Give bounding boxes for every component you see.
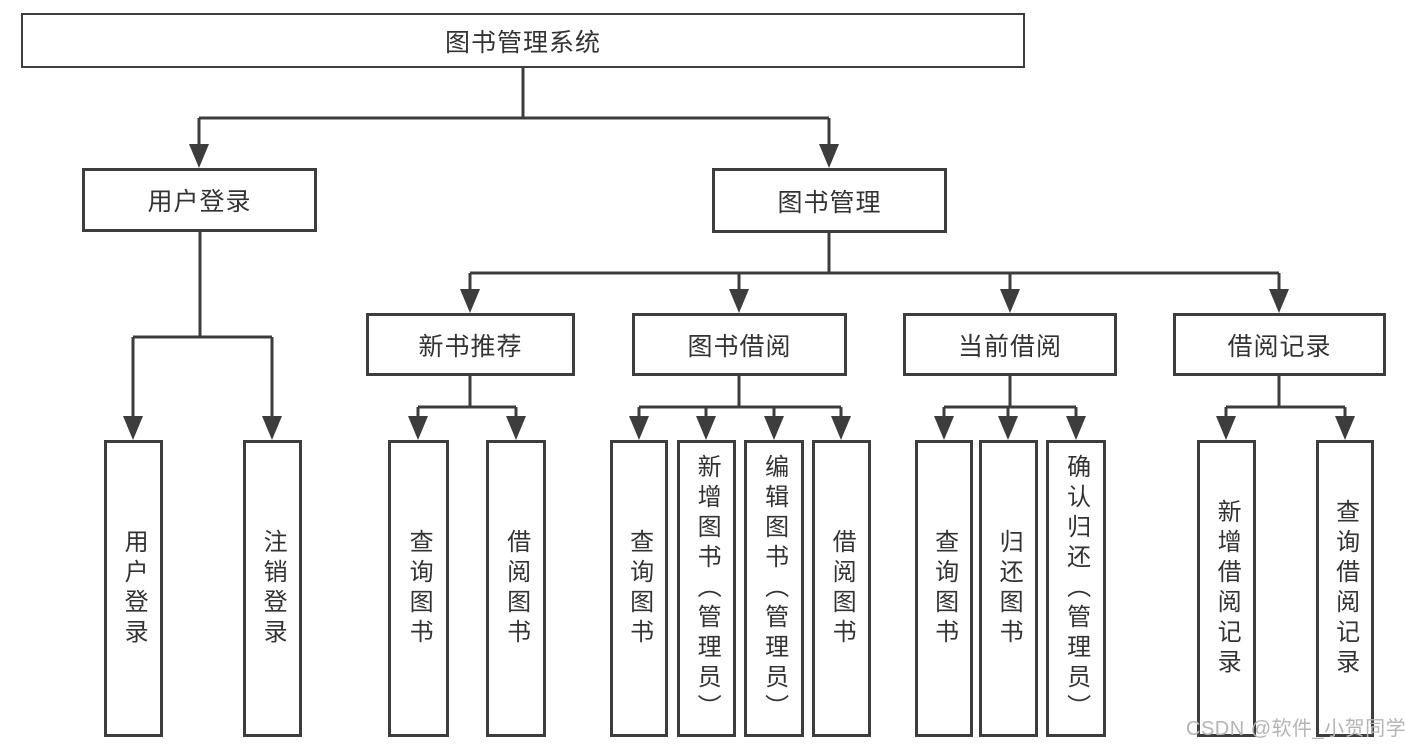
connector-root-to-level2: [197, 68, 831, 146]
arrowhead: [506, 416, 526, 440]
leaf-label: 新增图书（管理员）: [693, 453, 721, 724]
leaf-label: 查询图书: [405, 528, 433, 649]
leaf-logout: 注销登录: [243, 440, 302, 737]
leaf-query-books: 查询图书: [388, 440, 449, 737]
node-user-login: 用户登录: [82, 168, 317, 232]
arrowhead: [1216, 416, 1236, 440]
connector-newbook-to-leaves: [416, 376, 518, 418]
node-root-library-system: 图书管理系统: [21, 13, 1025, 68]
leaf-label: 确认归还（管理员）: [1062, 453, 1090, 724]
leaf-add-books-admin: 新增图书（管理员）: [677, 440, 736, 737]
leaf-user-login: 用户登录: [104, 440, 163, 737]
leaf-label: 注销登录: [259, 528, 287, 649]
arrowhead: [1269, 289, 1289, 313]
connector-bookmgmt-to-level3: [468, 233, 1281, 291]
arrowhead: [408, 416, 428, 440]
node-book-management: 图书管理: [712, 168, 947, 233]
leaf-label: 借阅图书: [828, 528, 856, 649]
connector-current-to-leaves: [942, 376, 1078, 418]
arrowhead: [934, 416, 954, 440]
arrowhead: [764, 416, 784, 440]
leaf-query-books: 查询图书: [610, 440, 668, 737]
leaf-label: 编辑图书（管理员）: [760, 453, 788, 724]
leaf-borrow-books: 借阅图书: [486, 440, 546, 737]
leaf-add-borrow-record: 新增借阅记录: [1197, 440, 1256, 737]
node-book-borrowing: 图书借阅: [632, 313, 847, 376]
leaf-query-books: 查询图书: [915, 440, 973, 737]
leaf-label: 新增借阅记录: [1213, 498, 1241, 679]
leaf-label: 用户登录: [120, 528, 148, 649]
arrowhead: [998, 416, 1018, 440]
node-new-book-recommend: 新书推荐: [366, 313, 575, 376]
leaf-label: 查询借阅记录: [1331, 498, 1359, 679]
arrowhead: [262, 416, 282, 440]
arrowhead: [629, 416, 649, 440]
arrowhead: [696, 416, 716, 440]
leaf-label: 查询图书: [930, 528, 958, 649]
leaf-label: 查询图书: [625, 528, 653, 649]
connector-userlogin-to-leaves: [131, 232, 274, 418]
arrowhead: [1000, 289, 1020, 313]
arrowhead: [189, 144, 209, 168]
arrowhead: [460, 289, 480, 313]
arrowhead: [831, 416, 851, 440]
connector-records-to-leaves: [1224, 376, 1347, 418]
arrowhead: [1335, 416, 1355, 440]
node-current-borrowing: 当前借阅: [903, 313, 1117, 376]
leaf-edit-books-admin: 编辑图书（管理员）: [744, 440, 804, 737]
arrowhead: [729, 289, 749, 313]
leaf-return-books: 归还图书: [979, 440, 1038, 737]
leaf-label: 借阅图书: [502, 528, 530, 649]
leaf-label: 归还图书: [995, 528, 1023, 649]
connector-borrowing-to-leaves: [637, 376, 843, 418]
arrowhead: [123, 416, 143, 440]
leaf-borrow-books: 借阅图书: [812, 440, 871, 737]
arrowhead: [819, 144, 839, 168]
leaf-confirm-return-admin: 确认归还（管理员）: [1046, 440, 1106, 737]
arrowhead: [1066, 416, 1086, 440]
node-borrowing-records: 借阅记录: [1173, 313, 1386, 376]
csdn-watermark: CSDN @软件_小贺同学: [1186, 718, 1405, 740]
leaf-query-borrow-record: 查询借阅记录: [1316, 440, 1374, 737]
